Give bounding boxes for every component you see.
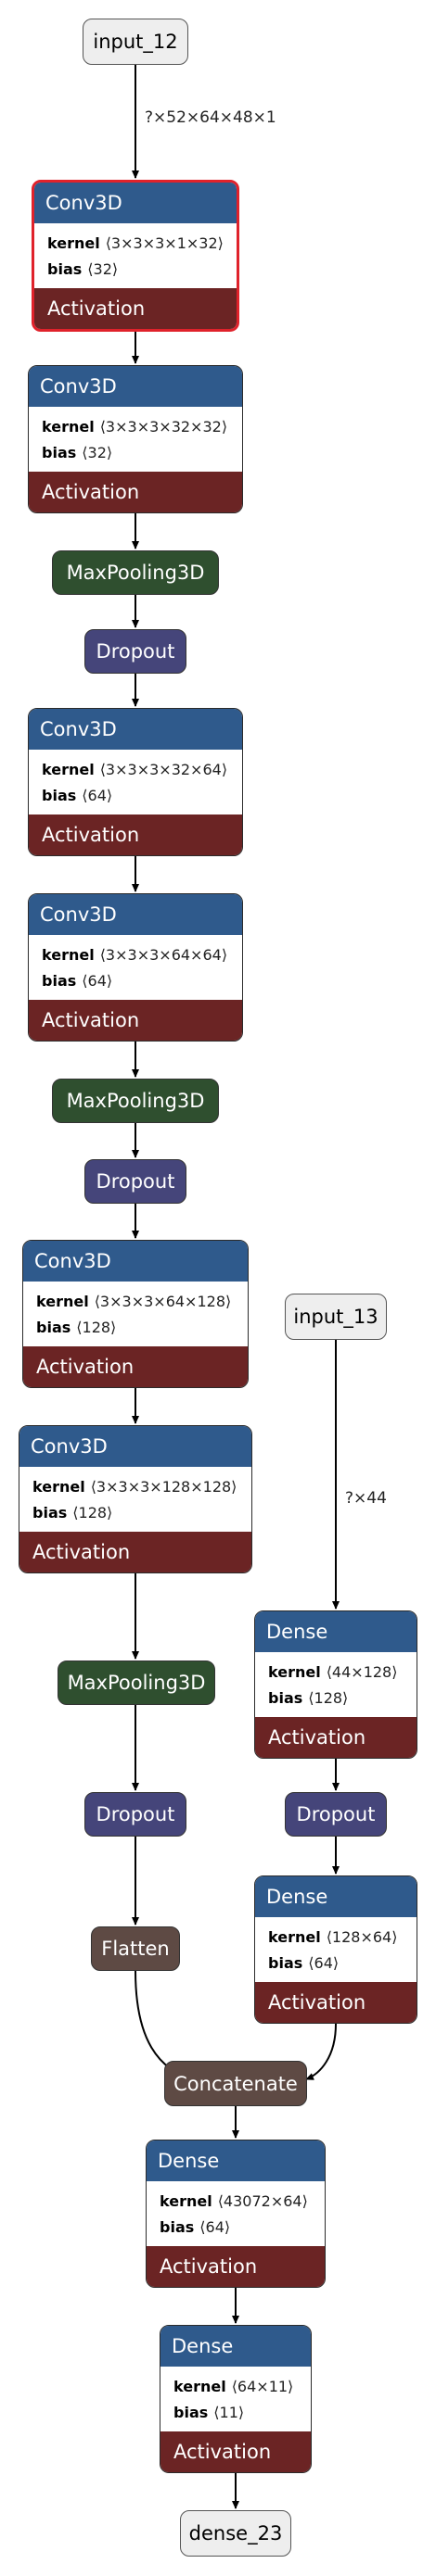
node-label: Flatten bbox=[101, 1938, 170, 1960]
layer-params: kernel⟨43072×64⟩ bias⟨64⟩ bbox=[160, 2192, 308, 2236]
bias-shape: ⟨64⟩ bbox=[308, 1954, 340, 1972]
layer-title: Conv3D bbox=[23, 1241, 248, 1282]
edge bbox=[305, 2023, 337, 2080]
kernel-shape: ⟨3×3×3×64×64⟩ bbox=[99, 946, 228, 964]
kernel-shape: ⟨3×3×3×1×32⟩ bbox=[105, 234, 224, 252]
activation-label: Activation bbox=[29, 472, 242, 512]
activation-label: Activation bbox=[147, 2246, 325, 2287]
layer-conv3d-5[interactable]: Conv3D kernel⟨3×3×3×64×128⟩ bias⟨128⟩ Ac… bbox=[22, 1240, 249, 1388]
layer-dropout-input13[interactable]: Dropout bbox=[285, 1792, 387, 1837]
layer-params: kernel⟨3×3×3×128×128⟩ bias⟨128⟩ bbox=[32, 1478, 237, 1522]
layer-maxpooling3d-2[interactable]: MaxPooling3D bbox=[52, 1079, 219, 1123]
layer-title: Dense bbox=[255, 1611, 417, 1652]
layer-dropout-3[interactable]: Dropout bbox=[84, 1792, 186, 1837]
node-label: MaxPooling3D bbox=[66, 1090, 205, 1112]
layer-dense-input13-2[interactable]: Dense kernel⟨128×64⟩ bias⟨64⟩ Activation bbox=[254, 1875, 417, 2024]
layer-title: Dense bbox=[147, 2140, 325, 2181]
kernel-shape: ⟨44×128⟩ bbox=[326, 1663, 398, 1681]
bias-shape: ⟨128⟩ bbox=[76, 1319, 117, 1336]
node-label: Dropout bbox=[96, 1803, 175, 1825]
node-label: MaxPooling3D bbox=[66, 562, 205, 584]
bias-shape: ⟨128⟩ bbox=[308, 1689, 349, 1707]
node-label: Concatenate bbox=[173, 2072, 298, 2095]
layer-title: Dense bbox=[160, 2326, 311, 2367]
layer-params: kernel⟨3×3×3×32×32⟩ bias⟨32⟩ bbox=[42, 418, 228, 461]
layer-title: Conv3D bbox=[29, 894, 242, 935]
activation-label: Activation bbox=[34, 288, 237, 329]
activation-label: Activation bbox=[29, 1000, 242, 1041]
layer-conv3d-1[interactable]: Conv3D kernel⟨3×3×3×1×32⟩ bias⟨32⟩ Activ… bbox=[32, 180, 239, 332]
layer-dense-a[interactable]: Dense kernel⟨43072×64⟩ bias⟨64⟩ Activati… bbox=[146, 2140, 326, 2288]
layer-dropout-2[interactable]: Dropout bbox=[84, 1159, 186, 1204]
layer-conv3d-2[interactable]: Conv3D kernel⟨3×3×3×32×32⟩ bias⟨32⟩ Acti… bbox=[28, 365, 243, 513]
layer-params: kernel⟨3×3×3×64×64⟩ bias⟨64⟩ bbox=[42, 946, 228, 990]
layer-flatten[interactable]: Flatten bbox=[91, 1926, 180, 1971]
kernel-shape: ⟨3×3×3×128×128⟩ bbox=[90, 1478, 237, 1496]
layer-params: kernel⟨3×3×3×1×32⟩ bias⟨32⟩ bbox=[47, 234, 224, 278]
output-node-dense-23[interactable]: dense_23 bbox=[180, 2510, 291, 2557]
input-node-input-12[interactable]: input_12 bbox=[83, 19, 188, 65]
activation-label: Activation bbox=[23, 1346, 248, 1387]
bias-shape: ⟨64⟩ bbox=[82, 972, 113, 990]
layer-title: Dense bbox=[255, 1876, 417, 1917]
kernel-shape: ⟨128×64⟩ bbox=[326, 1928, 398, 1946]
layer-params: kernel⟨3×3×3×32×64⟩ bias⟨64⟩ bbox=[42, 761, 228, 804]
layer-title: Conv3D bbox=[34, 183, 237, 223]
node-label: Dropout bbox=[96, 640, 175, 663]
input-node-input-13[interactable]: input_13 bbox=[285, 1294, 387, 1340]
bias-shape: ⟨64⟩ bbox=[82, 787, 113, 804]
activation-label: Activation bbox=[29, 814, 242, 855]
layer-maxpooling3d-3[interactable]: MaxPooling3D bbox=[58, 1661, 215, 1705]
layer-title: Conv3D bbox=[19, 1426, 251, 1467]
edge-shape-label: ?×52×64×48×1 bbox=[145, 108, 276, 127]
bias-shape: ⟨128⟩ bbox=[72, 1504, 113, 1522]
node-label: MaxPooling3D bbox=[67, 1672, 206, 1694]
layer-dropout-1[interactable]: Dropout bbox=[84, 629, 186, 674]
node-label: Dropout bbox=[96, 1170, 175, 1193]
layer-dense-b[interactable]: Dense kernel⟨64×11⟩ bias⟨11⟩ Activation bbox=[160, 2325, 312, 2473]
layer-concatenate[interactable]: Concatenate bbox=[164, 2061, 307, 2106]
activation-label: Activation bbox=[160, 2431, 311, 2472]
layer-conv3d-6[interactable]: Conv3D kernel⟨3×3×3×128×128⟩ bias⟨128⟩ A… bbox=[19, 1425, 252, 1573]
kernel-shape: ⟨3×3×3×64×128⟩ bbox=[94, 1293, 232, 1310]
layer-title: Conv3D bbox=[29, 709, 242, 750]
bias-shape: ⟨64⟩ bbox=[199, 2218, 231, 2236]
node-label: input_13 bbox=[293, 1306, 378, 1328]
kernel-shape: ⟨43072×64⟩ bbox=[217, 2192, 308, 2210]
layer-maxpooling3d-1[interactable]: MaxPooling3D bbox=[52, 550, 219, 595]
layer-dense-input13-1[interactable]: Dense kernel⟨44×128⟩ bias⟨128⟩ Activatio… bbox=[254, 1610, 417, 1759]
node-label: input_12 bbox=[93, 31, 178, 53]
layer-params: kernel⟨44×128⟩ bias⟨128⟩ bbox=[268, 1663, 398, 1707]
activation-label: Activation bbox=[19, 1532, 251, 1572]
bias-shape: ⟨32⟩ bbox=[87, 260, 119, 278]
layer-params: kernel⟨128×64⟩ bias⟨64⟩ bbox=[268, 1928, 398, 1972]
edge-shape-label: ?×44 bbox=[345, 1489, 387, 1508]
layer-params: kernel⟨64×11⟩ bias⟨11⟩ bbox=[173, 2378, 294, 2421]
kernel-shape: ⟨3×3×3×32×32⟩ bbox=[99, 418, 228, 436]
layer-title: Conv3D bbox=[29, 366, 242, 407]
layer-conv3d-3[interactable]: Conv3D kernel⟨3×3×3×32×64⟩ bias⟨64⟩ Acti… bbox=[28, 708, 243, 856]
layer-conv3d-4[interactable]: Conv3D kernel⟨3×3×3×64×64⟩ bias⟨64⟩ Acti… bbox=[28, 893, 243, 1042]
bias-shape: ⟨32⟩ bbox=[82, 444, 113, 461]
activation-label: Activation bbox=[255, 1982, 417, 2023]
layer-params: kernel⟨3×3×3×64×128⟩ bias⟨128⟩ bbox=[36, 1293, 232, 1336]
kernel-shape: ⟨3×3×3×32×64⟩ bbox=[99, 761, 228, 778]
node-label: dense_23 bbox=[188, 2522, 283, 2544]
kernel-shape: ⟨64×11⟩ bbox=[231, 2378, 294, 2395]
activation-label: Activation bbox=[255, 1717, 417, 1758]
node-label: Dropout bbox=[296, 1803, 376, 1825]
bias-shape: ⟨11⟩ bbox=[213, 2404, 245, 2421]
